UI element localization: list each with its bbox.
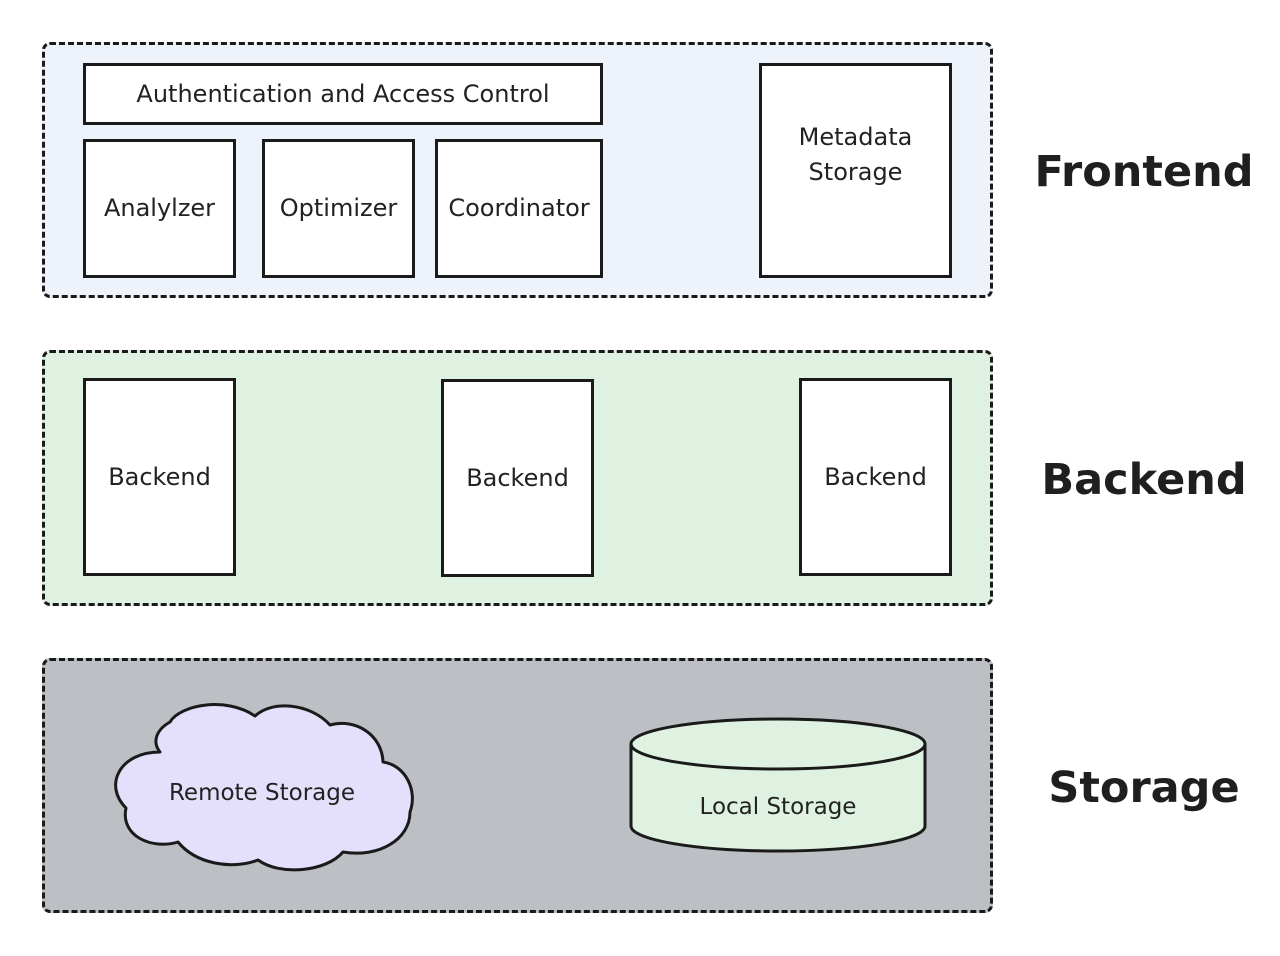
- backend-layer-label: Backend: [1041, 455, 1247, 505]
- cylinder-body: [629, 744, 927, 853]
- storage-layer-label: Storage: [1048, 763, 1240, 813]
- metadata-storage-box: Metadata Storage: [759, 63, 952, 278]
- local-storage-cylinder: Local Storage: [629, 717, 927, 853]
- backend-node-box: Backend: [83, 378, 236, 576]
- remote-storage-cloud: Remote Storage: [114, 703, 414, 872]
- auth-access-control-box: Authentication and Access Control: [83, 63, 603, 125]
- cloud-shape: [114, 703, 414, 872]
- local-storage-label: Local Storage: [700, 794, 857, 820]
- frontend-layer-label: Frontend: [1034, 147, 1254, 197]
- optimizer-box: Optimizer: [262, 139, 415, 278]
- remote-storage-label: Remote Storage: [169, 780, 355, 806]
- cylinder-top: [629, 717, 927, 771]
- analyzer-box: Analylzer: [83, 139, 236, 278]
- backend-node-box: Backend: [799, 378, 952, 576]
- backend-node-box: Backend: [441, 379, 594, 577]
- coordinator-box: Coordinator: [435, 139, 603, 278]
